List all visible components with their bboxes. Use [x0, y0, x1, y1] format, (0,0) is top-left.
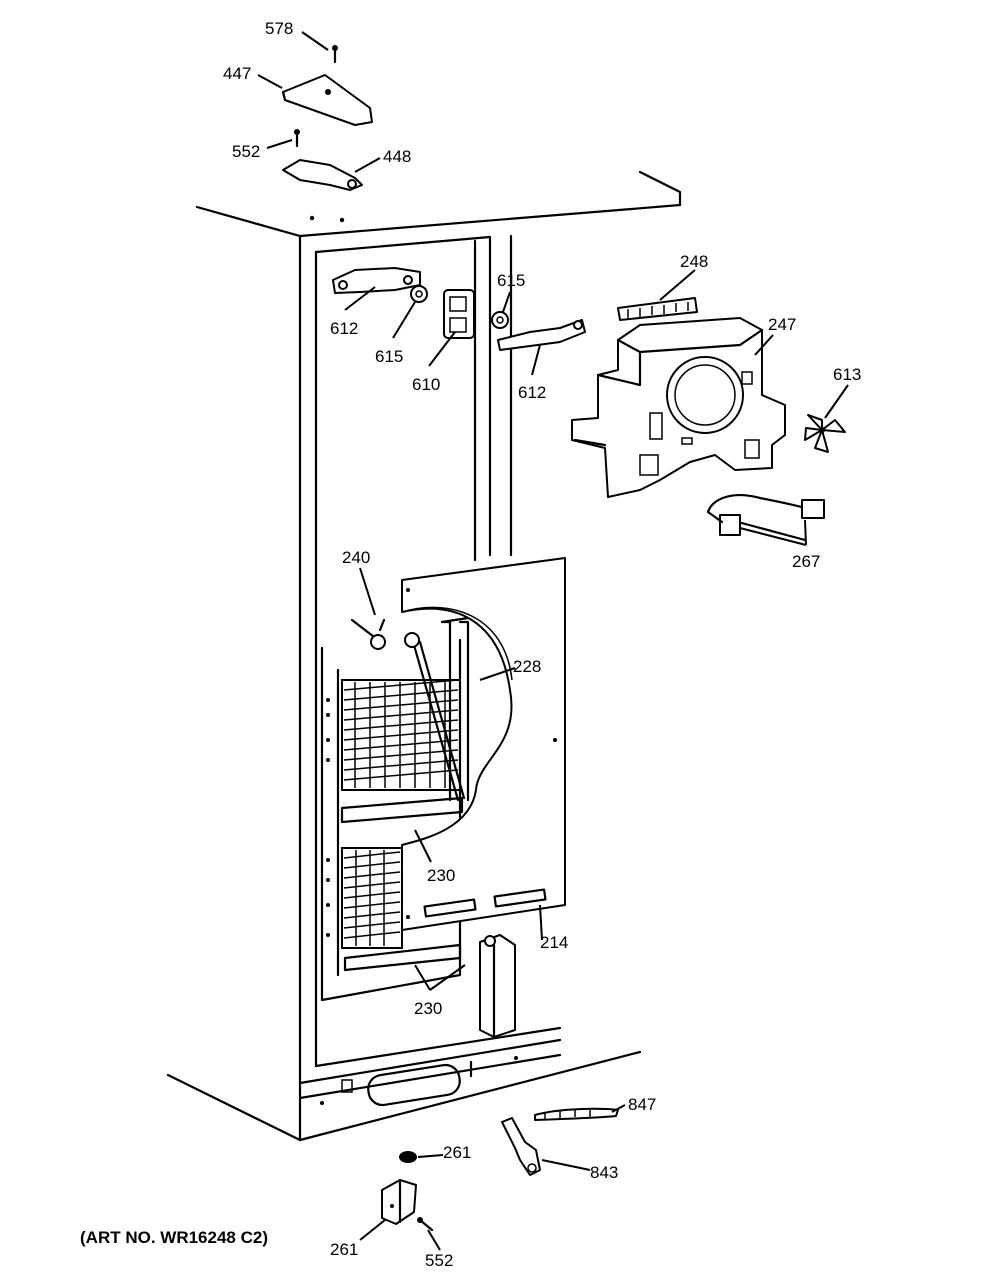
- fan-shroud-strip-248: [617, 297, 698, 321]
- callout-267: 267: [792, 552, 820, 571]
- bushing-261-upper: [399, 1151, 417, 1163]
- fan-shroud: [571, 317, 786, 498]
- switch-610: [443, 289, 475, 339]
- evaporator-fins-lower: [341, 847, 403, 949]
- callout-labels: 578 447 552 448 612 615 610 615 612 248 …: [223, 19, 861, 1270]
- callout-615: 615: [497, 271, 525, 290]
- leader-lines: [257, 31, 849, 1251]
- callout-447: 447: [223, 64, 251, 83]
- callout-578: 578: [265, 19, 293, 38]
- callout-261: 261: [330, 1240, 358, 1259]
- cam-612-right: [497, 319, 586, 351]
- evaporator-fins-upper: [341, 679, 461, 791]
- hinge-pin-847: [534, 1107, 619, 1121]
- fan-blade-613: [804, 414, 846, 453]
- callout-240: 240: [342, 548, 370, 567]
- bushing-615-right: [491, 311, 509, 329]
- callout-615: 615: [375, 347, 403, 366]
- callout-228: 228: [513, 657, 541, 676]
- callout-214: 214: [540, 933, 568, 952]
- callout-610: 610: [412, 375, 440, 394]
- hinge-843: [501, 1117, 541, 1176]
- cabinet-panel: [166, 170, 682, 1142]
- screw-552-top: [294, 129, 300, 148]
- callout-552: 552: [425, 1251, 453, 1270]
- callout-843: 843: [590, 1163, 618, 1182]
- callout-247: 247: [768, 315, 796, 334]
- callout-847: 847: [628, 1095, 656, 1114]
- callout-230: 230: [414, 999, 442, 1018]
- fan-motor-wiring-267: [706, 494, 825, 542]
- top-hinge: [281, 74, 373, 191]
- drain-bracket: [479, 934, 516, 1039]
- art-number: (ART NO. WR16248 C2): [80, 1228, 268, 1247]
- callout-248: 248: [680, 252, 708, 271]
- callout-230: 230: [427, 866, 455, 885]
- screw-578: [332, 45, 338, 64]
- callout-612: 612: [518, 383, 546, 402]
- evaporator-assembly: [320, 616, 470, 1002]
- mounting-holes: [326, 698, 330, 937]
- callout-612: 612: [330, 319, 358, 338]
- bushing-615-left: [410, 285, 428, 303]
- thermostat-240: [350, 618, 386, 650]
- bracket-261-lower: [381, 1178, 417, 1225]
- callout-552: 552: [232, 142, 260, 161]
- callout-261: 261: [443, 1143, 471, 1162]
- evaporator-cover: [401, 557, 566, 931]
- cam-612-left: [332, 267, 421, 294]
- callout-448: 448: [383, 147, 411, 166]
- screw-552-bottom: [417, 1217, 434, 1232]
- callout-613: 613: [833, 365, 861, 384]
